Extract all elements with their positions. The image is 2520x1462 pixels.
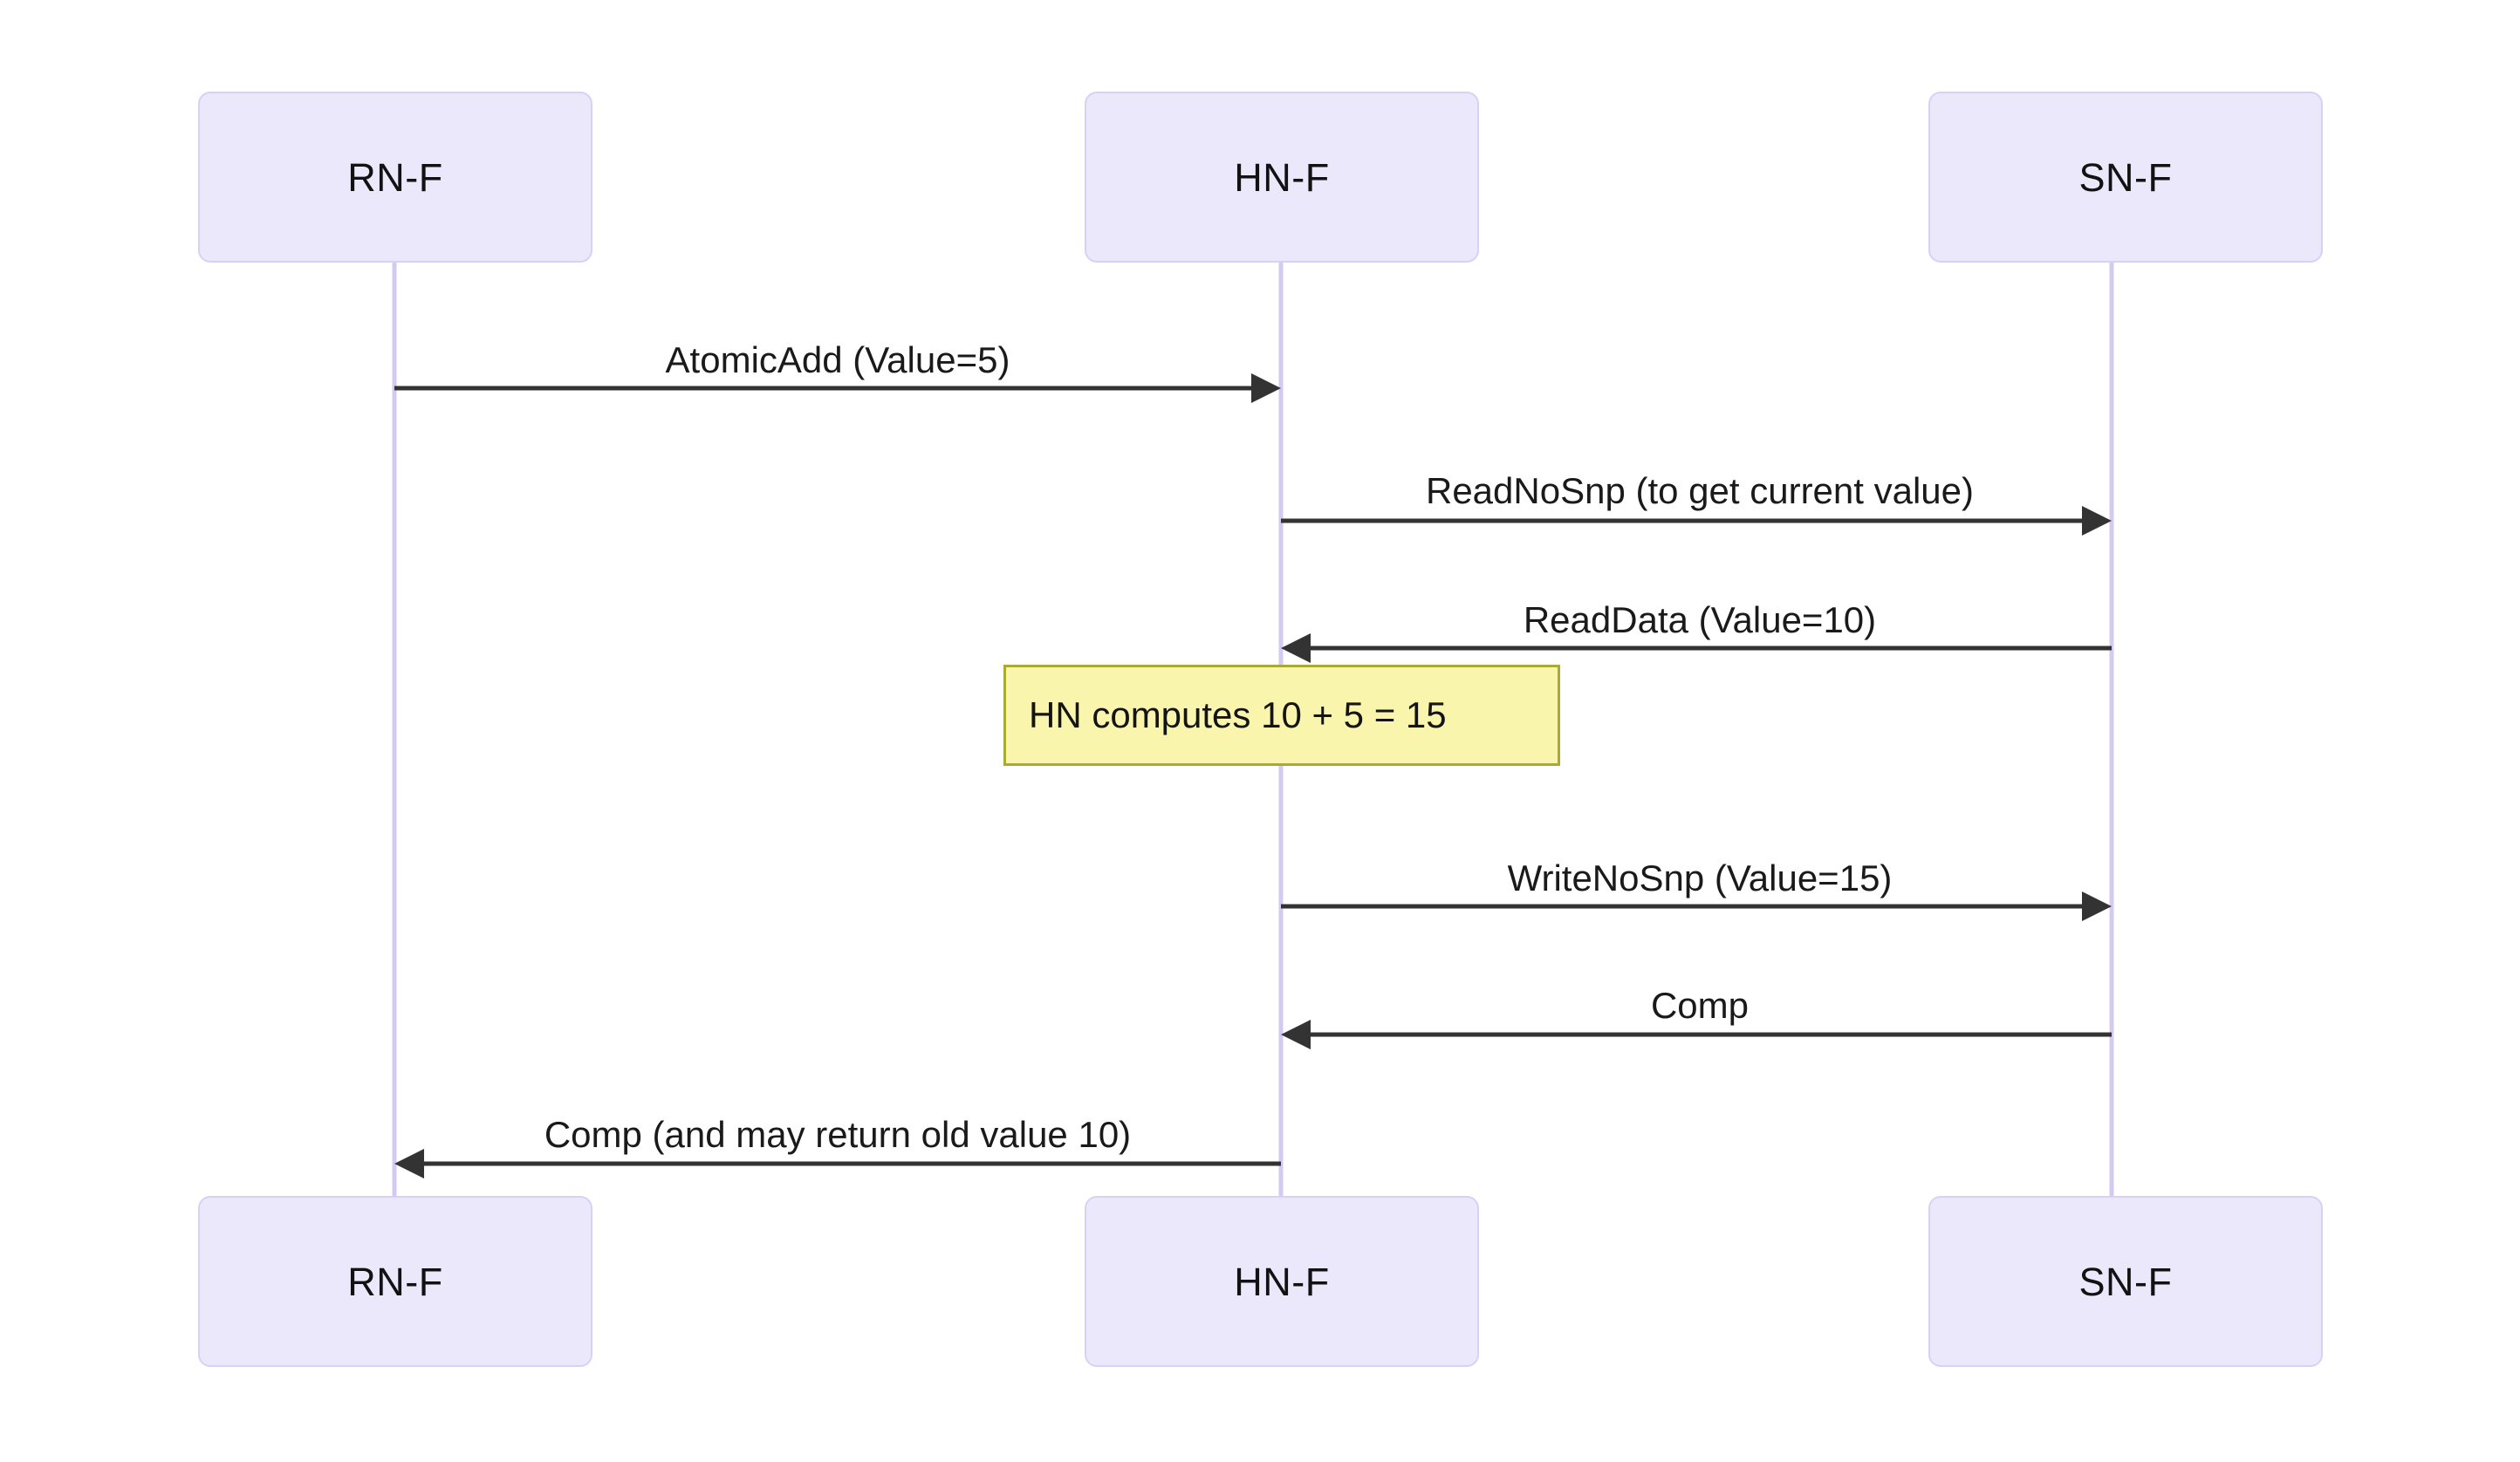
message-label-comp-hn-to-rn: Comp (and may return old value 10) bbox=[544, 1114, 1132, 1155]
message-label-readdata: ReadData (Value=10) bbox=[1523, 599, 1877, 640]
actor-box-hnf-bottom[interactable]: HN-F bbox=[1085, 1196, 1479, 1367]
arrowhead-m2 bbox=[2082, 506, 2112, 536]
message-label-writenosnp: WriteNoSnp (Value=15) bbox=[1507, 857, 1893, 898]
actor-box-snf-top[interactable]: SN-F bbox=[1928, 92, 2323, 263]
note-hn-computes[interactable]: HN computes 10 + 5 = 15 bbox=[1003, 665, 1560, 766]
arrowhead-m6 bbox=[394, 1149, 424, 1178]
actor-box-rnf-top[interactable]: RN-F bbox=[198, 92, 592, 263]
note-label-hn-computes: HN computes 10 + 5 = 15 bbox=[1029, 694, 1447, 735]
actor-label-hnf-bottom: HN-F bbox=[1234, 1259, 1330, 1304]
actor-label-snf-bottom: SN-F bbox=[2078, 1259, 2173, 1304]
message-arrows-group bbox=[394, 373, 2112, 1178]
actor-box-rnf-bottom[interactable]: RN-F bbox=[198, 1196, 592, 1367]
actor-label-rnf-bottom: RN-F bbox=[347, 1259, 443, 1304]
actor-box-hnf-top[interactable]: HN-F bbox=[1085, 92, 1479, 263]
message-label-atomicadd: AtomicAdd (Value=5) bbox=[665, 339, 1010, 380]
arrowhead-m3 bbox=[1281, 633, 1311, 663]
message-label-readnosnp: ReadNoSnp (to get current value) bbox=[1425, 470, 1975, 511]
actor-label-snf-top: SN-F bbox=[2078, 154, 2173, 200]
actor-box-snf-bottom[interactable]: SN-F bbox=[1928, 1196, 2323, 1367]
arrowhead-m4 bbox=[2082, 892, 2112, 921]
actor-label-hnf-top: HN-F bbox=[1234, 154, 1330, 200]
arrowhead-m1 bbox=[1251, 373, 1281, 403]
actor-label-rnf-top: RN-F bbox=[347, 154, 443, 200]
message-label-comp-sn-to-hn: Comp bbox=[1650, 985, 1750, 1026]
arrowhead-m5 bbox=[1281, 1020, 1311, 1049]
